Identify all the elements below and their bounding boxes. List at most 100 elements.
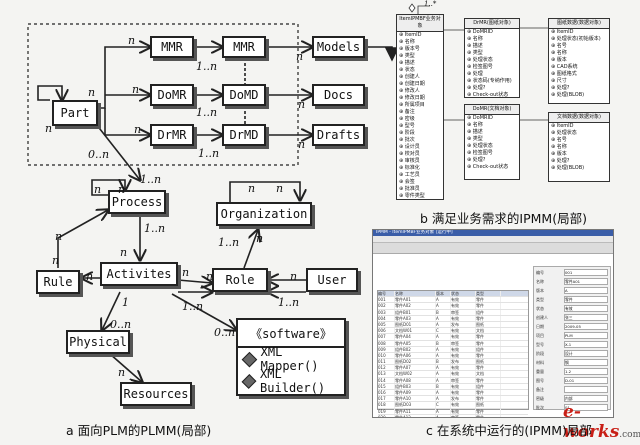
form-row: 阶段设计: [536, 350, 608, 357]
form-field[interactable]: 01: [564, 404, 608, 411]
mmr-class: MMR: [150, 36, 194, 58]
class-attribute: ⊕ 处理?: [467, 157, 486, 163]
table-cell: 014: [378, 377, 395, 383]
grid-column-header[interactable]: 状态: [451, 291, 476, 297]
class-attribute: ⊕ ItemID: [551, 29, 574, 35]
mult-1n: 1..n: [198, 147, 220, 160]
table-cell: 零件: [476, 408, 501, 414]
mult-n: n: [132, 83, 140, 96]
form-field[interactable]: 001: [564, 269, 608, 276]
class-attribute: ⊕ 工艺员: [399, 172, 420, 178]
main-business-object: ItemIPMBF业务对象 ⊕ ItemID⊕ 名称⊕ 版本号⊕ 类型⊕ 描述⊕…: [396, 14, 444, 200]
class-attribute: ⊕ 描述: [467, 129, 483, 135]
form-field[interactable]: A: [564, 287, 608, 294]
table-cell: 有效: [451, 328, 476, 334]
table-cell: 零件A05: [395, 340, 436, 346]
form-field[interactable]: 零件: [564, 296, 608, 303]
table-cell: C: [436, 402, 451, 408]
form-field[interactable]: 2009-05: [564, 323, 608, 330]
form-field[interactable]: 有效: [564, 305, 608, 312]
table-cell: 有效: [451, 365, 476, 371]
form-label: 密级: [536, 395, 544, 401]
class-attribute: ⊕ 创建日期: [399, 81, 425, 87]
form-field[interactable]: [564, 386, 608, 393]
grid-column-header[interactable]: 版本: [436, 291, 451, 297]
form-field[interactable]: 内部: [564, 395, 608, 402]
toolbar[interactable]: [373, 243, 613, 254]
form-field[interactable]: PLM: [564, 332, 608, 339]
table-cell: A: [436, 297, 451, 303]
form-field[interactable]: 张三: [564, 314, 608, 321]
table-cell: 008: [378, 340, 395, 346]
form-field[interactable]: 设计: [564, 350, 608, 357]
form-label: 日期: [536, 323, 544, 329]
table-cell: 发布: [451, 359, 476, 365]
table-cell: A: [436, 371, 451, 377]
form-field[interactable]: 零件A01: [564, 278, 608, 285]
grid-column-header[interactable]: 类型: [476, 291, 501, 297]
form-row: 创建人张三: [536, 314, 608, 321]
mult-0n: 0..n: [214, 326, 236, 339]
form-label: 重量: [536, 368, 544, 374]
caption-a: a 面向PLM的PLMM(局部): [66, 423, 212, 438]
table-cell: 零件A01: [395, 297, 436, 303]
software-op-xml-mapper: XML Mapper(): [238, 345, 344, 373]
table-cell: 零件A11: [395, 408, 436, 414]
class-attribute: ⊕ 设计员: [399, 144, 420, 150]
form-field[interactable]: 1.2: [564, 368, 608, 375]
table-cell: 006: [378, 328, 395, 334]
form-field[interactable]: 钢: [564, 359, 608, 366]
drmr-object: DrMR(图纸对象) ⊕ DoMRID⊕ 名称⊕ 描述⊕ 类型⊕ 处理状态⊕ 检…: [464, 18, 520, 98]
docs-class: Docs: [312, 84, 365, 106]
mult-1n: 1..n: [196, 60, 218, 73]
table-cell: 文档: [476, 328, 501, 334]
grid-column-header[interactable]: 编号: [378, 291, 395, 297]
table-cell: 图纸: [476, 402, 501, 408]
table-cell: 图纸D02: [395, 359, 436, 365]
class-attributes: ⊕ ItemID⊕ 处理状态(初始版本)⊕ 名号⊕ 名称⊕ 版本⊕ CAD系统⊕…: [549, 29, 609, 99]
grid-column-header[interactable]: 名称: [395, 291, 436, 297]
table-cell: 图纸D01: [395, 321, 436, 328]
form-field[interactable]: X-1: [564, 341, 608, 348]
table-cell: 组件: [476, 309, 501, 315]
table-cell: 发布: [451, 396, 476, 402]
form-field[interactable]: D-01: [564, 377, 608, 384]
class-attribute: ⊕ 所属项目: [399, 102, 425, 108]
table-cell: 零件: [476, 377, 501, 383]
table-cell: 012: [378, 365, 395, 371]
table-cell: 010: [378, 352, 395, 359]
table-cell: 零件: [476, 396, 501, 402]
table-cell: 发布: [451, 321, 476, 328]
caption-c: c 在系统中运行的(IPMM)局部: [426, 423, 592, 438]
drafts-class: Drafts: [312, 124, 365, 146]
form-label: 版本: [536, 287, 544, 293]
table-cell: 有效: [451, 315, 476, 321]
class-attributes: ⊕ DoMRID⊕ 名称⊕ 描述⊕ 类型⊕ 处理状态⊕ 检签图号⊕ 处理⊕ 状态…: [465, 29, 519, 97]
domd-class: DoMD: [222, 84, 266, 106]
menu-bar[interactable]: [373, 236, 613, 243]
